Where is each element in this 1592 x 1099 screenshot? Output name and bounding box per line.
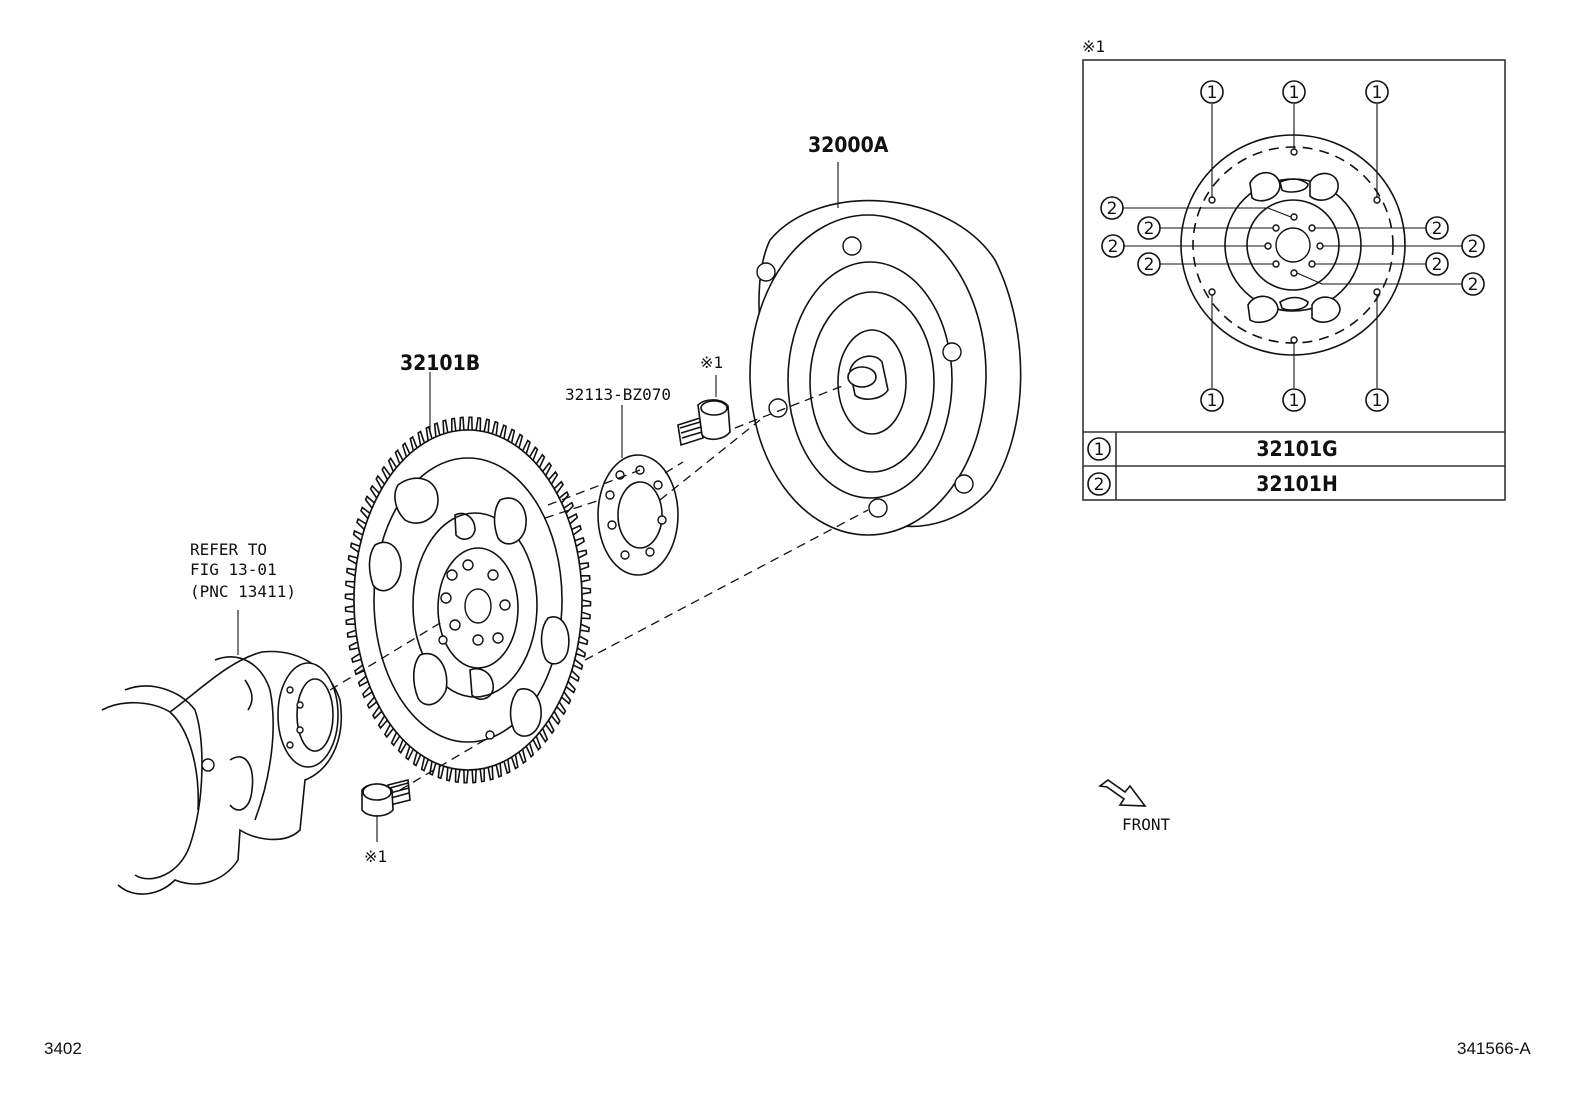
callout-1-top-mid: 1 — [1289, 83, 1300, 103]
callout-2-r2: 2 — [1468, 237, 1479, 257]
callout-2-r1: 2 — [1432, 219, 1443, 239]
inset-note: ※1 — [1082, 37, 1105, 56]
spacer-plate — [597, 405, 679, 576]
assembly-lines — [329, 384, 869, 791]
inset-callouts-2: 2 2 2 2 2 2 2 2 — [1100, 196, 1485, 296]
front-arrow-icon — [1097, 779, 1147, 807]
callout-2-r3: 2 — [1432, 255, 1443, 275]
label-refer-line1: REFER TO — [190, 540, 267, 559]
label-spacer: 32113-BZ070 — [565, 385, 671, 404]
bolt-bottom — [361, 778, 411, 842]
callout-1-top-right: 1 — [1372, 83, 1383, 103]
callout-1-bottom-mid: 1 — [1289, 391, 1300, 411]
callout-2-l4: 2 — [1144, 255, 1155, 275]
label-refer-line2: FIG 13-01 — [190, 560, 277, 579]
bolt-top — [677, 375, 731, 447]
crankshaft — [101, 610, 342, 895]
callout-2-l3: 2 — [1108, 237, 1119, 257]
label-bolt-note-bottom: ※1 — [364, 847, 387, 866]
label-bolt-note-top: ※1 — [700, 353, 723, 372]
callout-1-top-left: 1 — [1207, 83, 1218, 103]
callout-1-bottom-right: 1 — [1372, 391, 1383, 411]
legend-num-1: 1 — [1094, 440, 1105, 460]
inset-legend: 1 32101G 2 32101H — [1087, 437, 1338, 496]
label-front: FRONT — [1122, 815, 1171, 834]
inset-plate — [1180, 134, 1406, 356]
label-refer-line3: (PNC 13411) — [190, 582, 296, 601]
drive-plate — [344, 372, 592, 784]
callout-2-l1: 2 — [1107, 199, 1118, 219]
legend-num-2: 2 — [1094, 475, 1105, 495]
inset-callouts-1: 1 1 1 1 1 1 — [1200, 80, 1389, 412]
label-torque-converter: 32000A — [808, 133, 889, 157]
label-drive-plate: 32101B — [400, 351, 480, 375]
callout-1-bottom-left: 1 — [1207, 391, 1218, 411]
inset-detail: ※1 1 1 — [1082, 37, 1506, 501]
callout-2-l2: 2 — [1144, 219, 1155, 239]
callout-2-r4: 2 — [1468, 275, 1479, 295]
torque-converter — [749, 162, 1022, 536]
legend-part-1: 32101G — [1256, 437, 1337, 461]
legend-part-2: 32101H — [1256, 472, 1338, 496]
page-number-right: 341566-A — [1457, 1039, 1531, 1058]
page-number-left: 3402 — [44, 1039, 82, 1058]
